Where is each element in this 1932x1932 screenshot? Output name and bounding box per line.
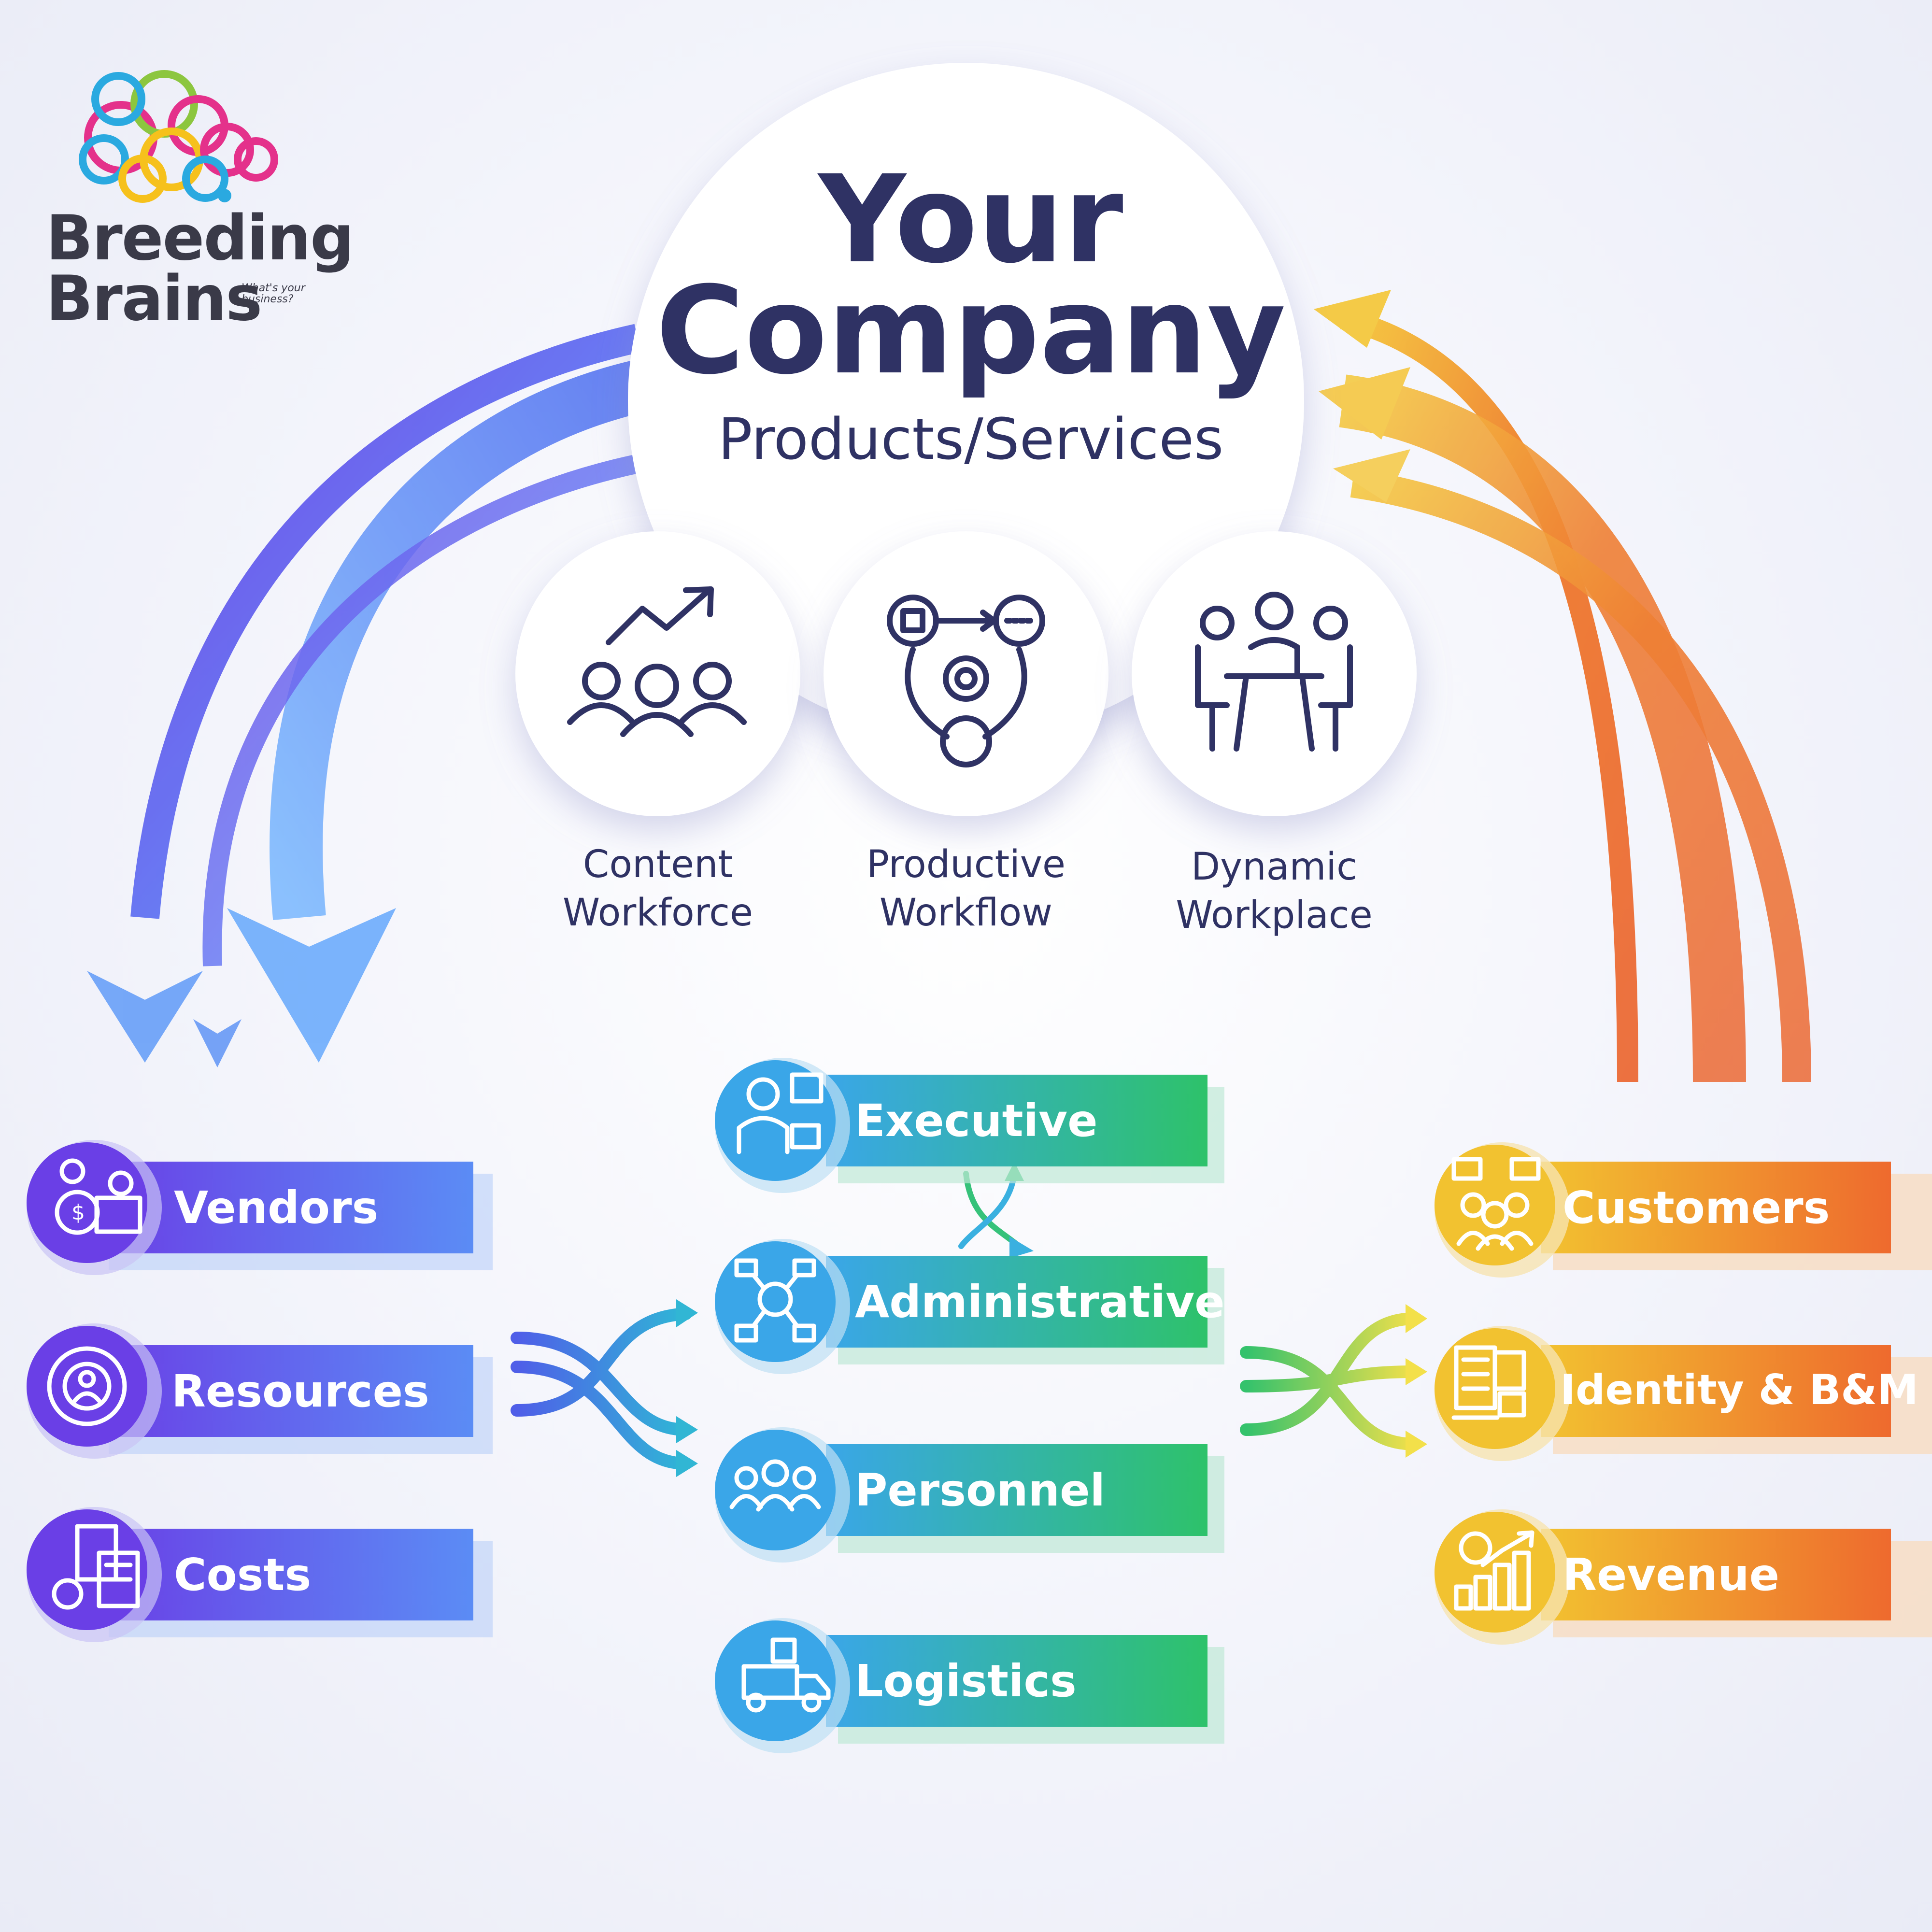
hero-subtitle: Products/Services — [718, 406, 1224, 472]
logo-mark — [79, 70, 278, 203]
meeting-table-icon — [1195, 592, 1353, 752]
pillar-label-line1: Content — [582, 843, 733, 886]
left-cross-connectors — [511, 1299, 698, 1477]
center-item-administrative: Administrative — [855, 1276, 1225, 1328]
admin-network-icon — [734, 1258, 816, 1343]
left-arcs — [87, 324, 644, 1067]
pillar-label-line1: Dynamic — [1191, 845, 1357, 889]
left-item-resources: Resources — [171, 1365, 429, 1417]
brand-documents-icon — [1451, 1345, 1526, 1420]
center-item-personnel: Personnel — [855, 1464, 1106, 1516]
right-item-customers: Customers — [1563, 1182, 1830, 1234]
right-item-identity: Identity & B&M — [1560, 1366, 1918, 1414]
company-circle — [628, 63, 1304, 739]
center-item-executive: Executive — [855, 1095, 1098, 1147]
pillar-label-line1: Productive — [867, 843, 1065, 886]
left-item-costs: Costs — [174, 1549, 312, 1601]
pillar-label-line2: Workplace — [1176, 894, 1373, 937]
logo-tagline-2: business? — [242, 293, 294, 305]
pillar-label-workflow: Productive Workflow — [821, 840, 1111, 937]
pillar-label-line2: Workforce — [563, 891, 753, 935]
logo-word-brains: Brains — [46, 263, 262, 335]
center-item-logistics: Logistics — [855, 1655, 1077, 1707]
customers-feedback-icon — [1451, 1157, 1541, 1251]
left-item-vendors: Vendors — [174, 1182, 379, 1234]
svg-text:$: $ — [71, 1200, 85, 1225]
hero-title-line2: Company — [655, 260, 1286, 401]
calculator-coins-icon — [52, 1524, 140, 1610]
workflow-cycle-icon — [887, 595, 1045, 767]
executive-laptop-icon — [737, 1072, 824, 1154]
pillar-label-workplace: Dynamic Workplace — [1129, 843, 1419, 939]
right-item-revenue: Revenue — [1563, 1549, 1779, 1601]
pillar-circle-workforce — [515, 531, 800, 816]
growth-team-icon — [567, 586, 747, 737]
pillar-label-workforce: Content Workforce — [513, 840, 803, 937]
pillar-label-line2: Workflow — [879, 891, 1053, 935]
pillar-circle-workflow — [824, 531, 1108, 816]
right-cross-connectors — [1240, 1304, 1427, 1458]
delivery-truck-icon — [741, 1637, 831, 1713]
center-pills — [715, 1058, 1224, 1753]
logo-word-breeding: Breeding — [46, 202, 355, 274]
group-people-icon — [729, 1459, 821, 1512]
right-arcs — [1314, 290, 1811, 1082]
vendor-desk-icon: $ — [55, 1158, 142, 1235]
left-pills — [27, 1140, 493, 1642]
revenue-chart-icon — [1454, 1530, 1534, 1611]
logo-tagline-1: What's your — [242, 282, 305, 294]
gear-person-icon — [47, 1346, 127, 1426]
hero-title-line1: Your — [818, 149, 1123, 290]
